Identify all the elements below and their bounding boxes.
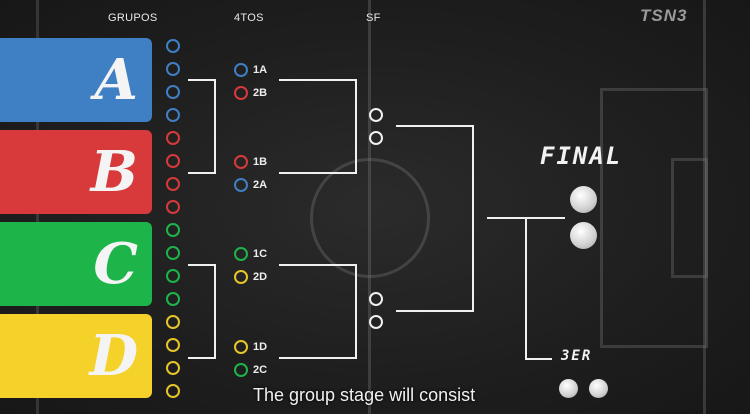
group-panel-b: B bbox=[0, 130, 152, 214]
header-semis: SF bbox=[366, 12, 381, 24]
group-team-slot bbox=[166, 338, 180, 352]
pitch-penalty-box bbox=[600, 88, 708, 348]
qf-slot-label: 1C bbox=[253, 248, 268, 260]
bracket-line bbox=[279, 79, 357, 81]
bracket-line bbox=[279, 264, 357, 266]
group-panel-c: C bbox=[0, 222, 152, 306]
sf-slot bbox=[369, 315, 383, 329]
qf-slot-circle bbox=[234, 86, 248, 100]
bracket-line bbox=[279, 172, 357, 174]
qf-slot-circle bbox=[234, 178, 248, 192]
bracket-line bbox=[396, 125, 474, 127]
bracket-line bbox=[188, 79, 216, 81]
tsn-logo: TSN3 bbox=[640, 6, 688, 25]
qf-slot-circle bbox=[234, 363, 248, 377]
bracket-line bbox=[188, 264, 216, 266]
bracket-line bbox=[525, 358, 552, 360]
group-team-slot bbox=[166, 177, 180, 191]
sf-slot bbox=[369, 131, 383, 145]
qf-slot-circle bbox=[234, 247, 248, 261]
group-team-slot bbox=[166, 361, 180, 375]
subtitle: The group stage will consist bbox=[253, 385, 476, 405]
bracket-line bbox=[279, 357, 357, 359]
qf-slot-label: 1A bbox=[253, 64, 268, 76]
sf-slot bbox=[369, 108, 383, 122]
group-team-slot bbox=[166, 200, 180, 214]
pitch-goal-line bbox=[703, 0, 706, 414]
group-team-slot bbox=[166, 269, 180, 283]
bracket-line bbox=[188, 172, 216, 174]
qf-slot-circle bbox=[234, 155, 248, 169]
group-team-slot bbox=[166, 223, 180, 237]
pitch-halfway-line bbox=[368, 0, 371, 414]
group-team-slot bbox=[166, 85, 180, 99]
qf-slot-label: 1B bbox=[253, 156, 268, 168]
group-team-slot bbox=[166, 315, 180, 329]
bracket-line bbox=[472, 125, 474, 312]
header-quarters: 4TOS bbox=[234, 12, 264, 24]
qf-slot-circle bbox=[234, 270, 248, 284]
final-slot bbox=[570, 186, 597, 213]
group-team-slot bbox=[166, 384, 180, 398]
qf-slot-label: 2C bbox=[253, 364, 268, 376]
pitch-center-circle bbox=[310, 158, 430, 278]
group-panel-d: D bbox=[0, 314, 152, 398]
group-team-slot bbox=[166, 108, 180, 122]
qf-slot-label: 2D bbox=[253, 271, 268, 283]
bracket-line bbox=[214, 264, 216, 359]
bracket-line bbox=[214, 79, 216, 174]
group-team-slot bbox=[166, 292, 180, 306]
bracket-line bbox=[396, 310, 474, 312]
group-letter: A bbox=[94, 47, 138, 113]
final-label: FINAL bbox=[540, 142, 623, 170]
group-team-slot bbox=[166, 62, 180, 76]
bracket-line bbox=[355, 79, 357, 174]
group-letter: C bbox=[93, 231, 138, 297]
group-team-slot bbox=[166, 154, 180, 168]
third-place-slot bbox=[559, 379, 578, 398]
bracket-line bbox=[188, 357, 216, 359]
sf-slot bbox=[369, 292, 383, 306]
group-letter: B bbox=[90, 139, 138, 205]
qf-slot-label: 2B bbox=[253, 87, 268, 99]
header-groups: GRUPOS bbox=[108, 12, 158, 24]
group-team-slot bbox=[166, 246, 180, 260]
qf-slot-circle bbox=[234, 340, 248, 354]
final-slot bbox=[570, 222, 597, 249]
group-team-slot bbox=[166, 39, 180, 53]
qf-slot-circle bbox=[234, 63, 248, 77]
group-panel-a: A bbox=[0, 38, 152, 122]
bracket-line bbox=[355, 264, 357, 359]
pitch-goal-box bbox=[671, 158, 708, 278]
group-team-slot bbox=[166, 131, 180, 145]
third-place-slot bbox=[589, 379, 608, 398]
third-place-label: 3ER bbox=[561, 348, 593, 364]
bracket-line bbox=[525, 217, 527, 360]
qf-slot-label: 2A bbox=[253, 179, 268, 191]
qf-slot-label: 1D bbox=[253, 341, 268, 353]
group-letter: D bbox=[89, 323, 138, 389]
